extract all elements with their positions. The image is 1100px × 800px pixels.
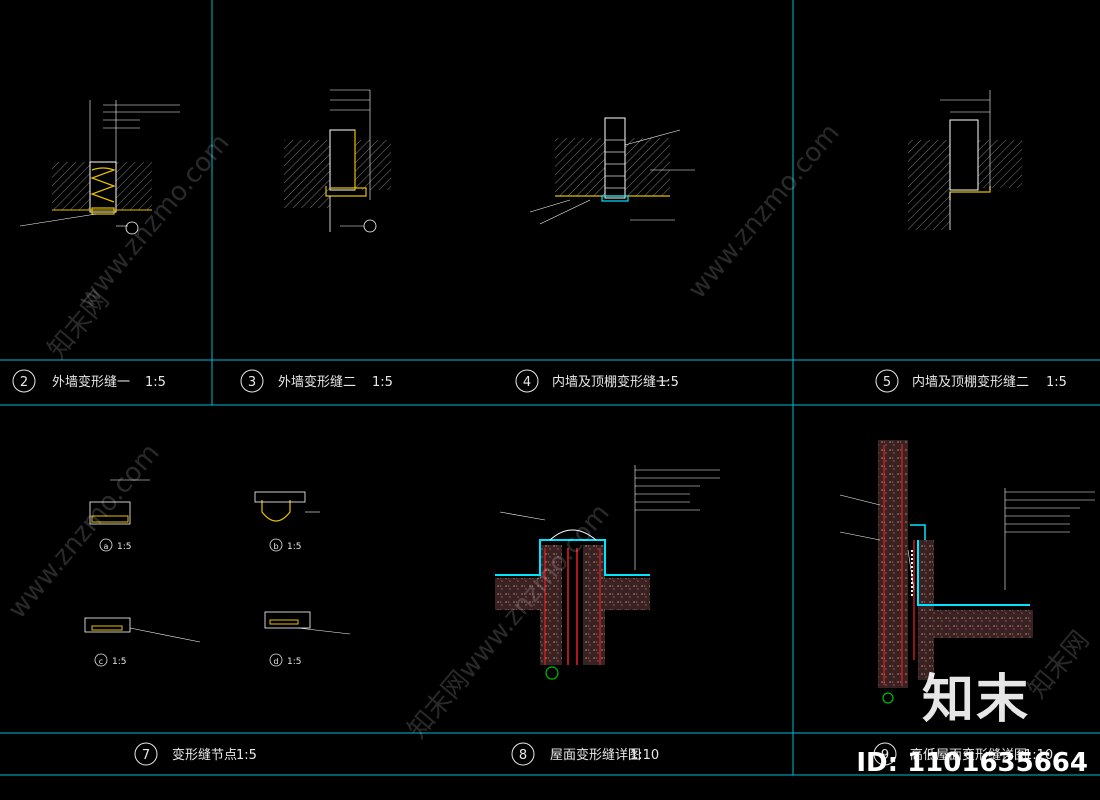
detail-title: 外墙变形缝二	[278, 374, 356, 390]
detail-scale: 1:10	[630, 748, 659, 763]
detail-scale: 1:5	[145, 375, 166, 390]
detail-scale: 1:5	[372, 375, 393, 390]
brand-logo: 知末	[921, 670, 1030, 730]
detail-3-drawing	[284, 89, 391, 233]
node-letter: d	[273, 657, 278, 666]
watermark-text: 知末网	[1022, 625, 1095, 704]
detail-title: 高低屋面变形缝详图	[910, 747, 1027, 763]
node-label-b: b 1:5	[269, 538, 301, 552]
detail-2-drawing	[19, 100, 180, 235]
node-letter: b	[273, 542, 278, 551]
detail-7-drawing	[84, 479, 351, 643]
id-label: ID: 1101635664	[856, 748, 1088, 778]
watermark-text: www.znzmo.com	[72, 128, 235, 314]
node-letter: a	[104, 542, 109, 551]
detail-scale: 1:5	[236, 748, 257, 763]
detail-number: 7	[142, 748, 150, 763]
node-scale: 1:5	[287, 657, 301, 667]
detail-scale: 1:5	[658, 375, 679, 390]
detail-title: 内墙及顶棚变形缝一	[552, 374, 669, 390]
watermark-text: www.znzmo.com	[682, 118, 845, 304]
detail-number: 5	[883, 375, 891, 390]
detail-number: 3	[248, 375, 256, 390]
detail-title: 屋面变形缝详图	[550, 747, 641, 763]
detail-title-7: 7 变形缝节点 1:5	[134, 742, 257, 766]
detail-titles: 2 外墙变形缝一 1:5 3 外墙变形缝二 1:5 4 内墙及顶棚变形缝一 1:…	[12, 369, 1067, 766]
detail-4-drawing	[529, 117, 695, 225]
detail-title-2: 2 外墙变形缝一 1:5	[12, 369, 166, 393]
detail-title-9: 9 高低屋面变形缝详图 1:10	[873, 742, 1053, 766]
detail-scale: 1:5	[1046, 375, 1067, 390]
detail-5-drawing	[908, 90, 1022, 230]
watermark-text: www.znzmo.com	[2, 438, 165, 624]
node-scale: 1:5	[287, 542, 301, 552]
detail-title: 外墙变形缝一	[52, 374, 130, 390]
node-labels: a 1:5 b 1:5 c 1:5 d 1:5	[94, 538, 301, 667]
detail-title-4: 4 内墙及顶棚变形缝一 1:5	[515, 369, 679, 393]
node-scale: 1:5	[112, 657, 126, 667]
detail-number: 4	[523, 375, 531, 390]
node-label-d: d 1:5	[269, 653, 301, 667]
detail-title-3: 3 外墙变形缝二 1:5	[240, 369, 393, 393]
detail-number: 8	[519, 748, 527, 763]
detail-title: 内墙及顶棚变形缝二	[912, 374, 1029, 390]
detail-title-5: 5 内墙及顶棚变形缝二 1:5	[875, 369, 1067, 393]
detail-number: 2	[20, 375, 28, 390]
detail-9-drawing	[839, 440, 1095, 704]
sheet-frame	[0, 0, 1100, 776]
detail-title: 变形缝节点	[172, 747, 237, 763]
node-scale: 1:5	[117, 542, 131, 552]
detail-number: 9	[881, 748, 889, 763]
node-label-c: c 1:5	[94, 653, 126, 667]
node-label-a: a 1:5	[99, 538, 131, 552]
node-letter: c	[99, 657, 103, 666]
detail-scale: 1:10	[1024, 748, 1053, 763]
detail-title-8: 8 屋面变形缝详图 1:10	[511, 742, 659, 766]
detail-8-drawing	[495, 465, 720, 680]
